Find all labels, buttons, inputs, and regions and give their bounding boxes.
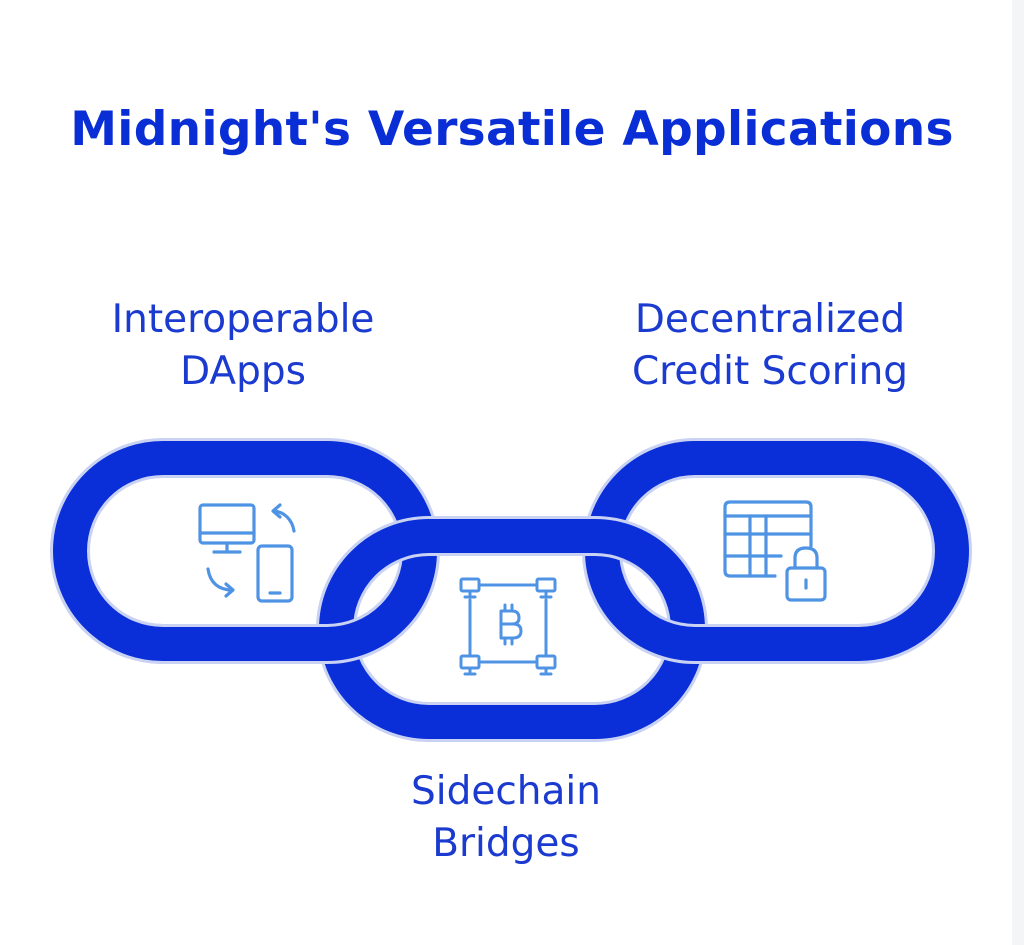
bitcoin-network-icon (459, 577, 557, 676)
label-line: Interoperable (111, 297, 375, 342)
label-line: Bridges (432, 821, 580, 866)
desktop-mobile-sync-icon (198, 503, 296, 603)
label-line: DApps (180, 349, 306, 394)
page-title: Midnight's Versatile Applications (70, 102, 954, 157)
label-interoperable-dapps: Interoperable DApps (40, 294, 446, 398)
label-line: Sidechain (411, 769, 601, 814)
chain-link-right-overlap (587, 585, 967, 664)
label-decentralized-credit-scoring: Decentralized Credit Scoring (570, 294, 970, 398)
label-sidechain-bridges: Sidechain Bridges (306, 766, 706, 870)
label-line: Credit Scoring (631, 349, 909, 394)
page-edge (1012, 0, 1024, 945)
label-line: Decentralized (634, 297, 906, 342)
table-lock-icon (723, 500, 827, 602)
chain-link-left-overlap (55, 585, 435, 664)
